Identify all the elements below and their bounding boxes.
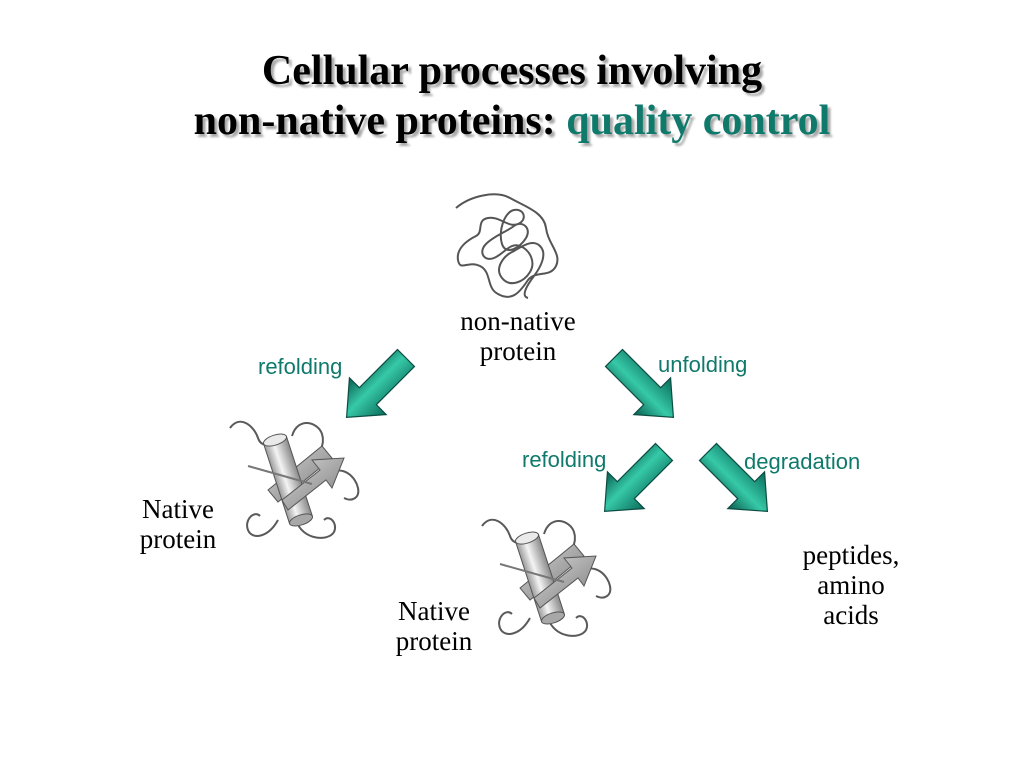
folded-protein-ribbon-icon bbox=[229, 420, 360, 539]
degradation-products-label: peptides, amino acids bbox=[772, 540, 930, 630]
title-line-1: Cellular processes involving bbox=[261, 48, 763, 94]
non-native-protein-label: non-native protein bbox=[438, 306, 598, 366]
products-line-1: peptides, bbox=[802, 540, 900, 570]
non-native-line-1: non-native bbox=[460, 306, 576, 336]
slide-title: Cellular processes involving non-native … bbox=[0, 46, 1024, 146]
refolding-top-label: refolding bbox=[258, 354, 343, 379]
products-line-2: amino bbox=[817, 570, 885, 600]
title-line-2: non-native proteins: quality control bbox=[0, 96, 1024, 146]
native-bottom-line-1: Native bbox=[398, 596, 470, 626]
unfolded-protein-chain-icon bbox=[455, 193, 559, 299]
folded-protein-ribbon-icon bbox=[481, 518, 612, 637]
native-left-line-1: Native bbox=[142, 494, 214, 524]
degradation-label: degradation bbox=[744, 449, 861, 474]
refolding-arrow-top bbox=[327, 339, 425, 437]
native-left-line-2: protein bbox=[139, 524, 217, 554]
refolding-bottom-label: refolding bbox=[522, 447, 607, 472]
products-line-3: acids bbox=[823, 600, 879, 630]
native-bottom-line-2: protein bbox=[395, 626, 473, 656]
native-protein-left-label: Native protein bbox=[118, 494, 238, 554]
unfolding-label: unfolding bbox=[658, 352, 748, 377]
title-accent: quality control bbox=[566, 98, 831, 144]
title-line-2-prefix: non-native proteins: bbox=[193, 98, 556, 144]
native-protein-bottom-label: Native protein bbox=[374, 596, 494, 656]
non-native-line-2: protein bbox=[479, 336, 557, 366]
